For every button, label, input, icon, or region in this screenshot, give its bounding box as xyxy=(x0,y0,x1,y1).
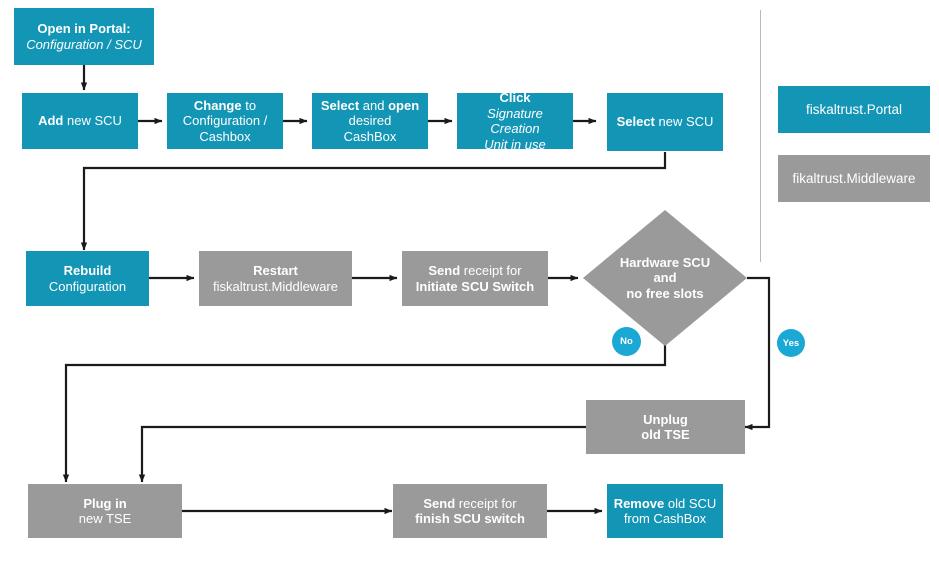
click-scu-bold: Click xyxy=(499,90,531,105)
send-initiate-rest: receipt for xyxy=(460,263,522,278)
plug-line2: new TSE xyxy=(78,511,132,526)
node-open-in-portal[interactable]: Open in Portal: Configuration / SCU xyxy=(14,8,154,65)
open-portal-line1: Open in Portal: xyxy=(37,21,131,36)
decision-line1: Hardware SCU xyxy=(619,254,711,270)
send-finish-rest: receipt for xyxy=(455,495,517,511)
select-cashbox-line3: CashBox xyxy=(343,128,397,144)
send-finish-bold: Send xyxy=(423,495,456,511)
node-restart-middleware[interactable]: Restart fiskaltrust.Middleware xyxy=(199,251,352,306)
connector-selectnew-to-rebuild xyxy=(80,152,667,251)
decision-line3: no free slots xyxy=(626,285,704,301)
connector-no-to-plug xyxy=(62,334,667,483)
send-initiate-line2: Initiate SCU Switch xyxy=(415,278,535,294)
node-unplug-old-tse[interactable]: Unplug old TSE xyxy=(586,400,745,454)
send-initiate-bold: Send xyxy=(428,263,461,278)
select-new-scu-bold: Select xyxy=(616,114,655,130)
change-config-line2: Configuration / xyxy=(182,113,268,129)
send-finish-line2: finish SCU switch xyxy=(415,511,525,526)
node-add-new-scu[interactable]: Add new SCU xyxy=(22,93,138,149)
remove-bold: Remove xyxy=(613,495,665,511)
select-cashbox-bold1: Select xyxy=(320,97,360,113)
click-scu-italic2: Unit in use xyxy=(484,136,546,152)
remove-line2: from CashBox xyxy=(623,511,707,526)
connector-yes-to-unplug xyxy=(744,276,771,431)
add-scu-rest: new SCU xyxy=(63,113,122,129)
node-select-new-scu[interactable]: Select new SCU xyxy=(607,93,723,151)
click-scu-italic1: Signature Creation xyxy=(487,105,543,137)
change-config-rest: to xyxy=(241,97,257,113)
badge-yes-label: Yes xyxy=(782,337,800,349)
legend-portal-label: fiskaltrust.Portal xyxy=(805,102,903,117)
rebuild-bold: Rebuild xyxy=(63,263,112,278)
legend-middleware: fikaltrust.Middleware xyxy=(778,155,930,202)
node-select-open-cashbox[interactable]: Select and open desired CashBox xyxy=(312,93,428,149)
restart-bold: Restart xyxy=(253,263,298,278)
unplug-line2: old TSE xyxy=(641,427,690,442)
node-change-configuration[interactable]: Change to Configuration / Cashbox xyxy=(167,93,283,149)
rebuild-line2: Configuration xyxy=(48,278,127,294)
select-cashbox-line2: desired xyxy=(348,113,392,129)
legend-portal: fiskaltrust.Portal xyxy=(778,86,930,133)
plug-bold: Plug in xyxy=(83,495,127,511)
remove-rest: old SCU xyxy=(664,495,717,511)
decision-line2: and xyxy=(653,270,677,286)
node-send-initiate-scu-switch[interactable]: Send receipt for Initiate SCU Switch xyxy=(402,251,548,306)
unplug-line1: Unplug xyxy=(643,411,688,427)
node-decision-hardware-scu[interactable]: Hardware SCU and no free slots xyxy=(583,210,747,346)
add-scu-bold: Add xyxy=(38,113,64,129)
node-remove-old-scu[interactable]: Remove old SCU from CashBox xyxy=(607,484,723,538)
select-new-scu-rest: new SCU xyxy=(654,114,714,130)
node-plug-in-new-tse[interactable]: Plug in new TSE xyxy=(28,484,182,538)
change-config-bold: Change xyxy=(193,97,242,113)
badge-no: No xyxy=(612,327,641,356)
connector-unplug-to-plug xyxy=(138,425,586,483)
select-cashbox-bold2: open xyxy=(388,97,420,113)
select-cashbox-mid: and xyxy=(359,97,389,113)
node-click-signature-creation-unit[interactable]: Click Signature Creation Unit in use xyxy=(457,90,573,152)
open-portal-line2: Configuration / SCU xyxy=(26,36,142,52)
legend-divider xyxy=(760,10,761,262)
badge-yes: Yes xyxy=(777,329,805,357)
node-rebuild-configuration[interactable]: Rebuild Configuration xyxy=(26,251,149,306)
badge-no-label: No xyxy=(620,336,633,347)
restart-line2: fiskaltrust.Middleware xyxy=(213,278,338,294)
node-send-finish-scu-switch[interactable]: Send receipt for finish SCU switch xyxy=(393,484,547,538)
legend-middleware-label: fikaltrust.Middleware xyxy=(792,171,916,186)
change-config-line3: Cashbox xyxy=(199,128,251,144)
